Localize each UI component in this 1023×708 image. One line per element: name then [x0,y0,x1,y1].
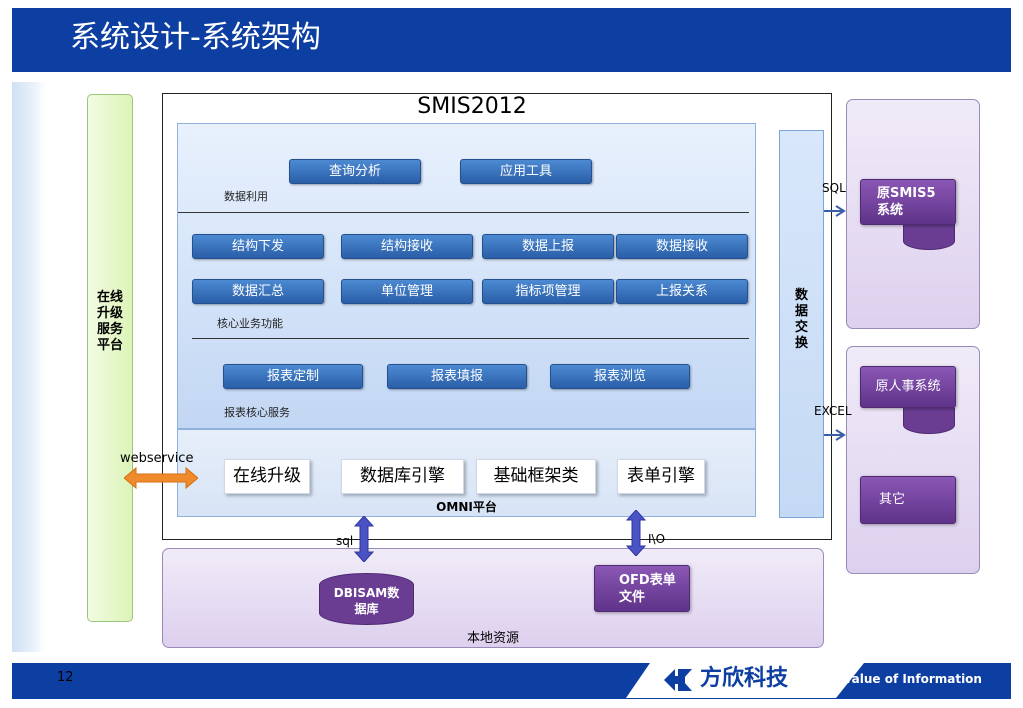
data-exchange-bar [779,130,824,518]
app-tools-button[interactable]: 应用工具 [460,159,592,184]
platform-label-line: 在线 [96,290,123,305]
platform-label: 在线 升级 服务 平台 [87,290,133,354]
fangxin-logo-icon [664,669,692,691]
exchange-label-char: 数 [794,288,808,303]
sql-arrow-icon [824,205,846,217]
legacy-smis5-system[interactable]: 原SMIS5 系统 [860,179,956,225]
exchange-label-char: 据 [794,304,808,319]
online-upgrade-module[interactable]: 在线升级 [224,459,310,494]
unit-management-button[interactable]: 单位管理 [341,279,473,304]
report-fill-button[interactable]: 报表填报 [387,364,527,389]
local-resources-panel [162,548,824,648]
report-browse-button[interactable]: 报表浏览 [550,364,690,389]
dbisam-database-label: DBISAM数 据库 [319,585,414,617]
data-exchange-label: 数 据 交 换 [779,288,824,352]
decorative-stripe [12,82,46,652]
brand-name: 方欣科技 [700,666,789,691]
platform-label-line: 平台 [96,338,123,353]
platform-label-line: 服务 [96,322,123,337]
legacy-hr-system[interactable]: 原人事系统 [860,366,956,408]
indicator-management-button[interactable]: 指标项管理 [482,279,614,304]
ofd-form-files[interactable]: OFD表单 文件 [594,565,690,612]
data-report-button[interactable]: 数据上报 [482,234,614,259]
exchange-label-char: 交 [794,320,808,335]
dbisam-label-line: DBISAM数 [333,586,400,600]
report-customize-button[interactable]: 报表定制 [223,364,363,389]
ofd-label-line: OFD表单 [619,573,676,588]
platform-label-line: 升级 [96,306,123,321]
sql-label: sql [336,534,354,548]
query-analysis-button[interactable]: 查询分析 [289,159,421,184]
dbisam-label-line: 据库 [354,602,379,616]
excel-arrow-icon [824,429,846,441]
online-upgrade-service-platform [87,94,133,622]
data-receive-button[interactable]: 数据接收 [616,234,748,259]
header-bar [12,8,1011,72]
omni-platform-label: OMNI平台 [436,500,497,514]
structure-dispatch-button[interactable]: 结构下发 [192,234,324,259]
smis2012-title: SMIS2012 [417,94,527,119]
base-framework-module[interactable]: 基础框架类 [476,459,596,494]
dbisam-database-icon [319,573,414,625]
sql-link-label: SQL [822,181,846,195]
form-engine-module[interactable]: 表单引擎 [617,459,705,494]
footer-brand-block [626,663,1011,698]
webservice-label: webservice [120,451,194,466]
data-summary-button[interactable]: 数据汇总 [192,279,324,304]
excel-link-label: EXCEL [814,404,852,418]
report-core-label: 报表核心服务 [224,406,290,419]
structure-receive-button[interactable]: 结构接收 [341,234,473,259]
legacy-smis5-line: 原SMIS5 [877,186,936,201]
page-number: 12 [57,670,74,685]
page-title: 系统设计-系统架构 [70,20,321,55]
sql-double-arrow [354,516,374,562]
exchange-label-char: 换 [794,336,808,351]
ofd-label-line: 文件 [619,590,646,605]
io-label: I\O [648,532,666,546]
webservice-double-arrow [124,466,198,490]
section-divider [178,212,749,213]
data-use-label: 数据利用 [224,190,268,203]
other-systems[interactable]: 其它 [860,476,956,524]
io-double-arrow [626,510,646,556]
brand-slogan: Value of Information [843,672,982,686]
section-divider [192,338,749,339]
core-business-label: 核心业务功能 [217,317,283,330]
local-resources-label: 本地资源 [466,631,519,646]
legacy-smis5-line: 系统 [877,203,904,218]
database-engine-module[interactable]: 数据库引擎 [341,459,464,494]
report-relation-button[interactable]: 上报关系 [616,279,748,304]
